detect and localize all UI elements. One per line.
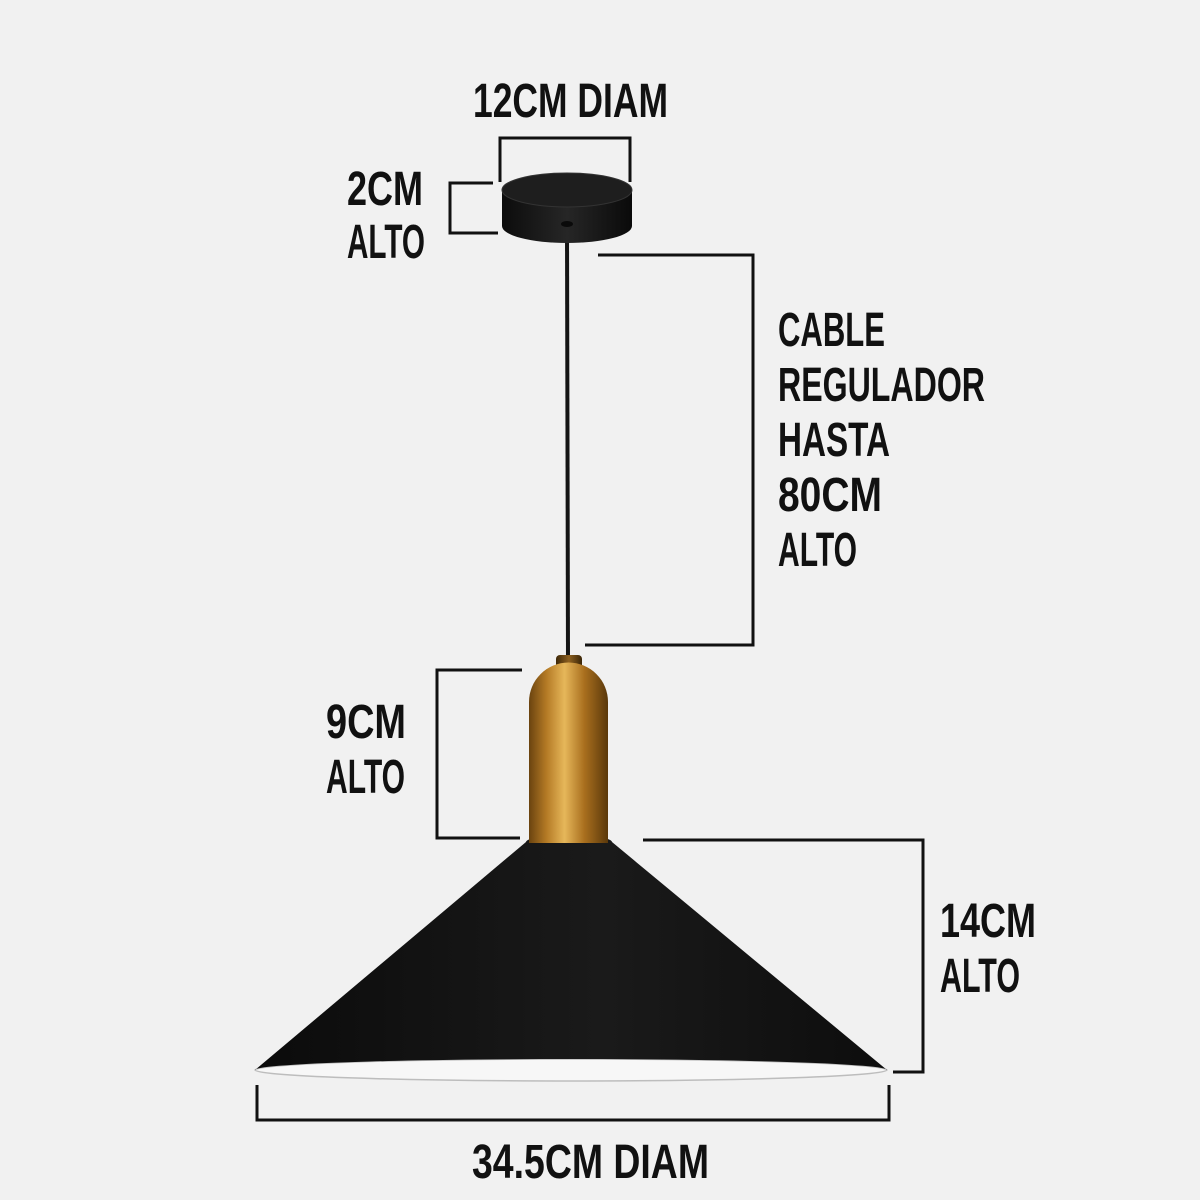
canopy-height-bracket xyxy=(448,181,498,235)
cable-length-bracket xyxy=(585,253,755,647)
holder-height-unit: ALTO xyxy=(326,751,405,804)
gold-socket-holder xyxy=(529,655,608,843)
shade-body xyxy=(255,835,887,1070)
ceiling-canopy xyxy=(501,172,633,243)
shade-height-unit: ALTO xyxy=(940,950,1020,1003)
suspension-cable xyxy=(565,227,570,663)
shade-diameter-label: 34.5CM DIAM xyxy=(472,1136,709,1189)
canopy-height-value: 2CM xyxy=(347,163,423,216)
cone-shade xyxy=(254,835,888,1082)
shade-height-bracket xyxy=(643,838,925,1074)
canopy-diameter-bracket xyxy=(498,136,632,182)
cable-label-line-2: REGULADOR xyxy=(778,359,985,412)
pendant-lamp xyxy=(254,172,888,1082)
cable-label-line-1: CABLE xyxy=(778,304,885,357)
cable-label-line-3: HASTA xyxy=(778,414,890,467)
shade-interior xyxy=(254,1058,888,1082)
cable-label-line-5: ALTO xyxy=(778,524,857,577)
holder-height-value: 9CM xyxy=(326,696,406,749)
shade-diameter-bracket xyxy=(255,1085,891,1122)
holder-height-bracket xyxy=(435,668,522,840)
cable-label-line-4: 80CM xyxy=(778,469,882,522)
canopy-diameter-label: 12CM DIAM xyxy=(473,75,668,128)
shade-height-value: 14CM xyxy=(940,895,1036,948)
canopy-height-unit: ALTO xyxy=(347,216,425,269)
